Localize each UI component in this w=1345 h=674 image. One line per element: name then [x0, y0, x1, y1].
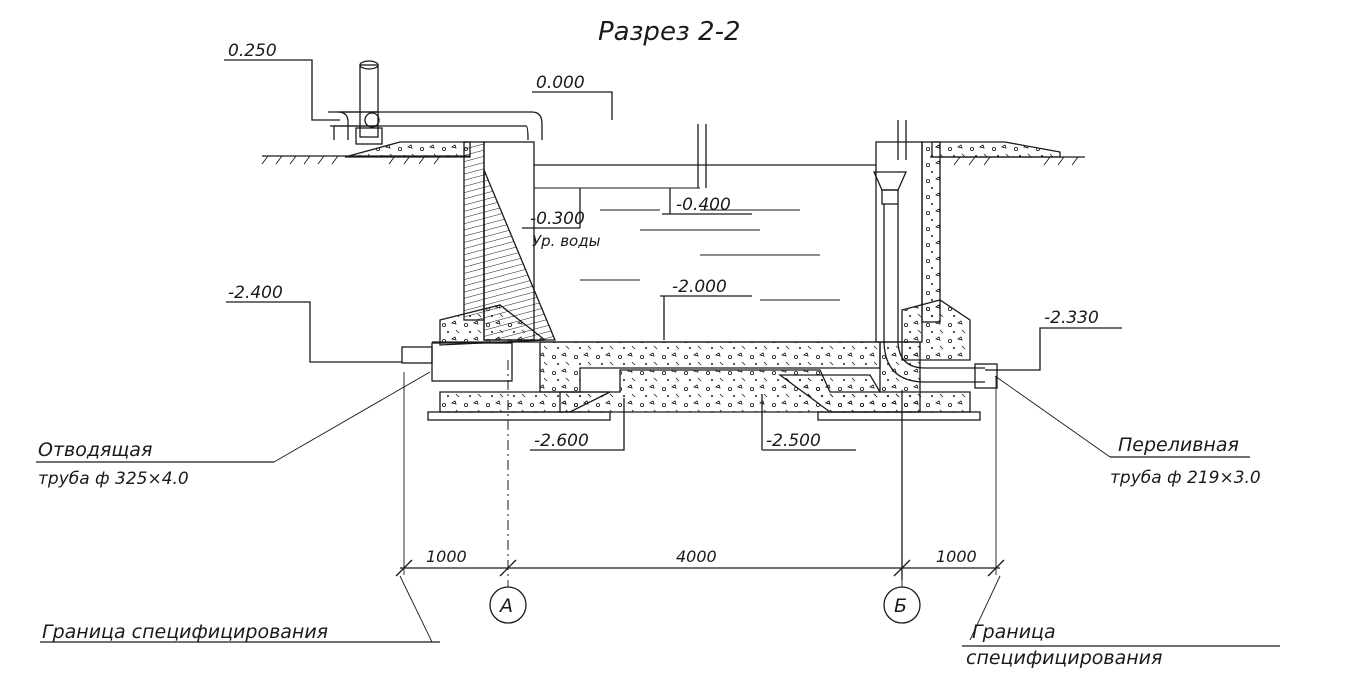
right-ground-slab [931, 141, 1061, 158]
right-boundary-label-2: специфицирования [966, 647, 1162, 669]
overflow-pipe-label-1: Переливная [1118, 434, 1239, 456]
inlet-pipe [328, 60, 543, 145]
elev-m0300-label: -0.300 [530, 209, 585, 229]
elev-m2330-label: -2.330 [1044, 308, 1099, 328]
axis-a-label: А [498, 595, 513, 617]
axis-b-label: Б [894, 595, 907, 617]
section-title: Разрез 2-2 [598, 17, 741, 47]
dimension-line [395, 360, 1005, 580]
elev-m2000-label: -2.000 [672, 277, 727, 297]
elevation-markers [224, 59, 1122, 451]
water-level-label: Ур. воды [532, 232, 601, 250]
dim-left-label: 1000 [426, 547, 467, 566]
elev-m2600-label: -2.600 [534, 431, 589, 451]
overflow-pipe-label-2: труба ф 219×3.0 [1110, 468, 1261, 488]
left-boundary-leader [399, 575, 433, 643]
left-corner-haunch [439, 304, 547, 346]
outlet-pipe-label-2: труба ф 325×4.0 [38, 469, 189, 489]
axis-a-marker [489, 580, 527, 624]
axis-b-marker [883, 580, 921, 624]
elev-m2500-label: -2.500 [766, 431, 821, 451]
elev-m2400-label: -2.400 [228, 283, 283, 303]
tank-structure [427, 141, 981, 421]
outlet-pipe [401, 342, 513, 382]
left-boundary-label: Граница специфицирования [42, 621, 328, 643]
dim-right-label: 1000 [936, 547, 977, 566]
dim-middle-label: 4000 [676, 547, 717, 566]
overflow-leader [994, 375, 1111, 458]
right-boundary-leader [969, 575, 1001, 641]
outlet-pipe-label-1: Отводящая [38, 439, 152, 461]
overflow-riser [697, 120, 998, 389]
right-wall [921, 141, 941, 323]
elev-m0400-label: -0.400 [676, 195, 731, 215]
right-boundary-label-1: Граница [972, 621, 1056, 643]
outlet-leader [273, 371, 431, 463]
ground-surface [261, 141, 1085, 166]
right-corner-haunch [901, 299, 971, 361]
elev-0000-label: 0.000 [536, 73, 585, 93]
left-wall [463, 141, 485, 321]
water-level-lines [534, 164, 876, 301]
elev-0250-label: 0.250 [228, 41, 277, 61]
